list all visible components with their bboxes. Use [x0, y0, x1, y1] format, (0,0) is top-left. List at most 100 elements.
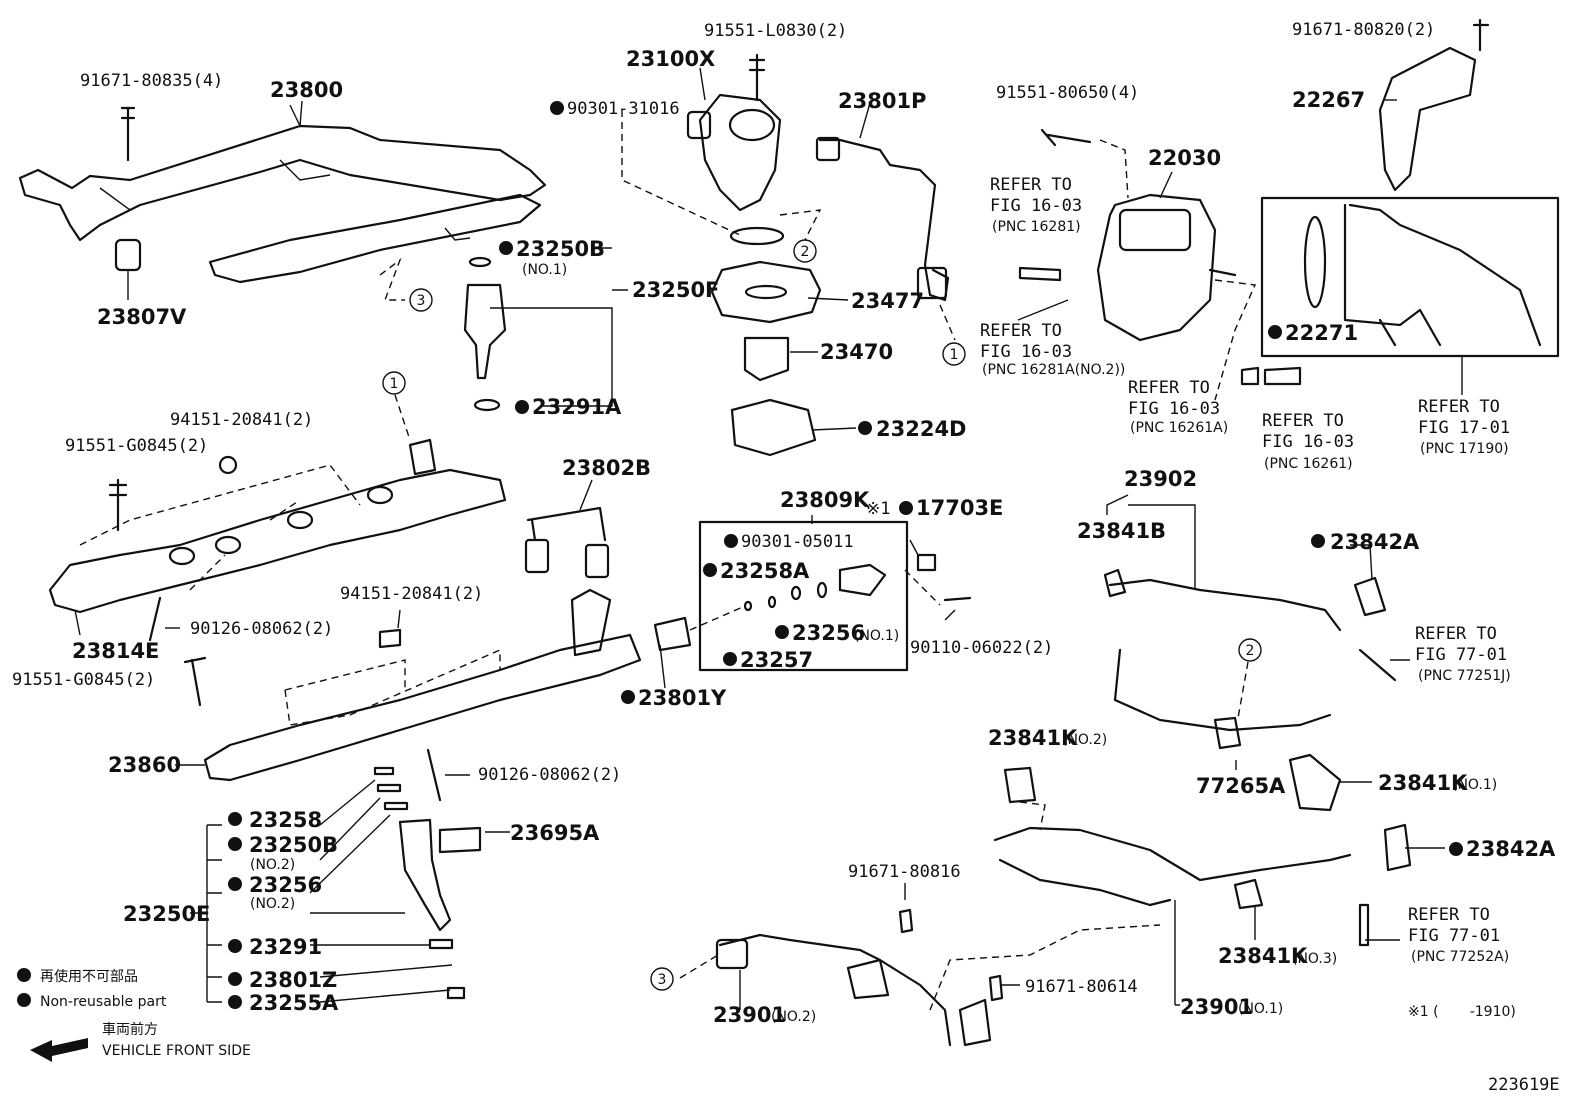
label-23801z: 23801Z: [249, 968, 337, 992]
svg-text:1: 1: [390, 376, 399, 392]
label-23841k-no2: 23841K: [988, 726, 1078, 750]
fuel-hose-23902: [1103, 568, 1397, 750]
injector-top: [463, 256, 507, 412]
ref4-line3: (PNC 16261): [1264, 456, 1353, 472]
circle-marker-2-top: 2: [793, 239, 817, 263]
fuel-rail-lower-left: [48, 438, 507, 642]
label-no2-a: (NO.2): [250, 857, 295, 873]
label-23901-no1-suffix: (NO.1): [1238, 1001, 1283, 1017]
label-23807v: 23807V: [97, 305, 187, 329]
ref7-line2: FIG 77-01: [1408, 926, 1500, 946]
bracket-22267: [1378, 18, 1490, 192]
pipe-23802b: [524, 506, 610, 579]
label-23901-no1: 23901: [1180, 995, 1253, 1019]
label-23841k-no1-suffix: (NO.1): [1452, 777, 1497, 793]
label-90301-05011: 90301-05011: [741, 532, 854, 552]
svg-text:1: 1: [950, 347, 959, 363]
legend-nonreusable-jp: 再使用不可部品: [40, 968, 138, 985]
svg-text:2: 2: [801, 244, 810, 260]
label-23256-no2: 23256: [249, 873, 322, 897]
label-23250f: 23250F: [632, 278, 719, 302]
label-91551-g0845-a: 91551-G0845(2): [65, 436, 208, 456]
diagram-id: 223619E: [1488, 1075, 1560, 1095]
ref5-line1: REFER TO: [1418, 397, 1500, 417]
fuel-pump: [686, 53, 950, 457]
dashed-guides: [79, 110, 1257, 1011]
label-23258: 23258: [249, 808, 322, 832]
fuel-hose-23901: [715, 753, 1412, 1047]
label-91671-80820: 91671-80820(2): [1292, 20, 1435, 40]
ref6-line1: REFER TO: [1415, 624, 1497, 644]
label-23841k-no1: 23841K: [1378, 771, 1468, 795]
label-23258a: 23258A: [720, 559, 810, 583]
label-note1-range: ※1 ( -1910): [1408, 1004, 1516, 1020]
ref3-line2: FIG 16-03: [1128, 399, 1220, 419]
circle-marker-2-mid: 2: [1238, 638, 1262, 662]
ref2-line3: (PNC 16281A(NO.2)): [982, 362, 1125, 378]
label-94151-20841-b: 94151-20841(2): [340, 584, 483, 604]
ref2-line2: FIG 16-03: [980, 342, 1072, 362]
label-23841k-no3-suffix: (NO.3): [1292, 951, 1337, 967]
legend: 再使用不可部品 Non-reusable part 車両前方 VEHICLE F…: [17, 968, 251, 1062]
ref6-line3: (PNC 77251J): [1418, 668, 1511, 684]
ref5-line3: (PNC 17190): [1420, 441, 1509, 457]
ref4-line2: FIG 16-03: [1262, 432, 1354, 452]
ref2-line1: REFER TO: [980, 321, 1062, 341]
label-23842a-a: 23842A: [1330, 530, 1420, 554]
legend-front-en: VEHICLE FRONT SIDE: [102, 1043, 251, 1059]
label-23470: 23470: [820, 340, 893, 364]
label-22271: 22271: [1285, 321, 1358, 345]
label-23801y: 23801Y: [638, 686, 727, 710]
label-90301-31016: 90301-31016: [567, 99, 680, 119]
label-no1: (NO.1): [522, 262, 567, 278]
ref1-line1: REFER TO: [990, 175, 1072, 195]
ref7-line3: (PNC 77252A): [1411, 949, 1509, 965]
ref3-line3: (PNC 16261A): [1130, 420, 1228, 436]
label-23860: 23860: [108, 753, 181, 777]
label-23809k: 23809K: [780, 488, 870, 512]
label-23224d: 23224D: [876, 417, 967, 441]
label-94151-20841-a: 94151-20841(2): [170, 410, 313, 430]
fuel-rail-upper: [18, 106, 547, 284]
label-23257: 23257: [740, 648, 813, 672]
label-23291a: 23291A: [532, 395, 622, 419]
legend-front-jp: 車両前方: [102, 1021, 158, 1038]
label-23902: 23902: [1124, 467, 1197, 491]
inset-box-22271: [1260, 196, 1560, 358]
label-17703e: 17703E: [916, 496, 1003, 520]
label-91551-l0830: 91551-L0830(2): [704, 21, 847, 41]
label-23100x: 23100X: [626, 47, 715, 71]
label-23901-no2: 23901: [713, 1003, 786, 1027]
label-23802b: 23802B: [562, 456, 651, 480]
injector-bottom: [373, 766, 482, 1000]
legend-nonreusable-en: Non-reusable part: [40, 994, 167, 1010]
label-22030: 22030: [1148, 146, 1221, 170]
label-23291: 23291: [249, 935, 322, 959]
nonreusable-bullets: [228, 101, 1463, 1009]
svg-text:3: 3: [658, 972, 667, 988]
ref7-line1: REFER TO: [1408, 905, 1490, 925]
ref1-line2: FIG 16-03: [990, 196, 1082, 216]
ref5-line2: FIG 17-01: [1418, 418, 1510, 438]
fuel-rail-lower-right: [183, 588, 642, 802]
ref6-line2: FIG 77-01: [1415, 645, 1507, 665]
label-91551-80650: 91551-80650(4): [996, 83, 1139, 103]
label-23256-no1-suffix: (NO.1): [854, 628, 899, 644]
label-23250b-no2: 23250B: [249, 833, 338, 857]
svg-text:3: 3: [417, 293, 426, 309]
label-90126-08062-a: 90126-08062(2): [190, 619, 333, 639]
label-23477: 23477: [851, 289, 924, 313]
label-91671-80614: 91671-80614: [1025, 977, 1138, 997]
label-23841b: 23841B: [1077, 519, 1166, 543]
label-23814e: 23814E: [72, 639, 159, 663]
label-23250e: 23250E: [123, 902, 210, 926]
label-77265a: 77265A: [1196, 774, 1286, 798]
circle-marker-1-mid: 1: [382, 371, 406, 395]
label-90126-08062-b: 90126-08062(2): [478, 765, 621, 785]
sensor-box-23809k: [653, 520, 972, 672]
label-23250b-no1: 23250B: [516, 237, 605, 261]
label-23901-no2-suffix: (NO.2): [771, 1009, 816, 1025]
ref3-line1: REFER TO: [1128, 378, 1210, 398]
label-23841k-no2-suffix: (NO.2): [1062, 732, 1107, 748]
